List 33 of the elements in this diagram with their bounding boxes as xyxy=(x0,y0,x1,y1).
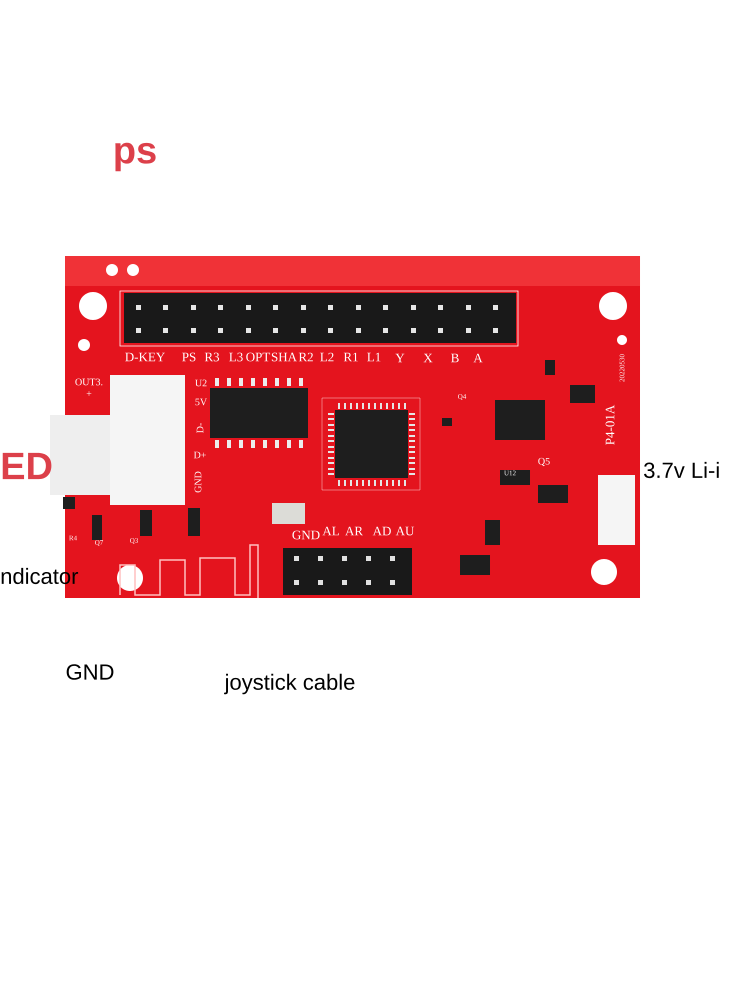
silkscreen-label: R3 xyxy=(204,352,220,362)
silkscreen-label: OUT3. xyxy=(75,378,102,386)
silkscreen-label: Y xyxy=(395,354,404,362)
silkscreen-label: A xyxy=(473,354,483,362)
silkscreen-label: SHA xyxy=(272,352,297,362)
silkscreen-label: R1 xyxy=(344,352,358,362)
silkscreen-label: L3 xyxy=(229,352,243,362)
silkscreen-label: OPT xyxy=(246,352,270,362)
silkscreen-label: PS xyxy=(182,352,196,362)
callout-label: 3.7v Li-i xyxy=(644,462,719,478)
silkscreen-label: AD xyxy=(372,526,391,536)
callout-label: ps xyxy=(115,142,156,172)
silkscreen-label: AL xyxy=(322,526,339,536)
silkscreen-label: GND xyxy=(292,530,320,540)
silkscreen-label: D+ xyxy=(194,452,206,458)
silkscreen-label: AU xyxy=(396,526,414,536)
silkscreen-label: + xyxy=(86,391,92,396)
silkscreen-label: B xyxy=(451,354,459,362)
silkscreen-label: Q5 xyxy=(538,458,550,466)
silkscreen-label: GND xyxy=(194,472,202,492)
callout-label: ED xyxy=(2,452,52,480)
silkscreen-label: L2 xyxy=(320,352,334,362)
silkscreen-label: AR xyxy=(345,526,364,536)
silkscreen-label: D- xyxy=(196,423,204,433)
silkscreen-label: L1 xyxy=(367,352,380,362)
silkscreen-label: R2 xyxy=(298,352,313,362)
silkscreen-label: 5V xyxy=(195,398,207,406)
silkscreen-label: X xyxy=(424,354,432,362)
silkscreen-label: P4-01A xyxy=(606,404,614,445)
silkscreen-label: D-KEY xyxy=(125,352,165,362)
silkscreen-label: U2 xyxy=(195,380,207,386)
callout-label: joystick cable xyxy=(224,674,354,694)
callout-label: GND xyxy=(66,664,114,680)
